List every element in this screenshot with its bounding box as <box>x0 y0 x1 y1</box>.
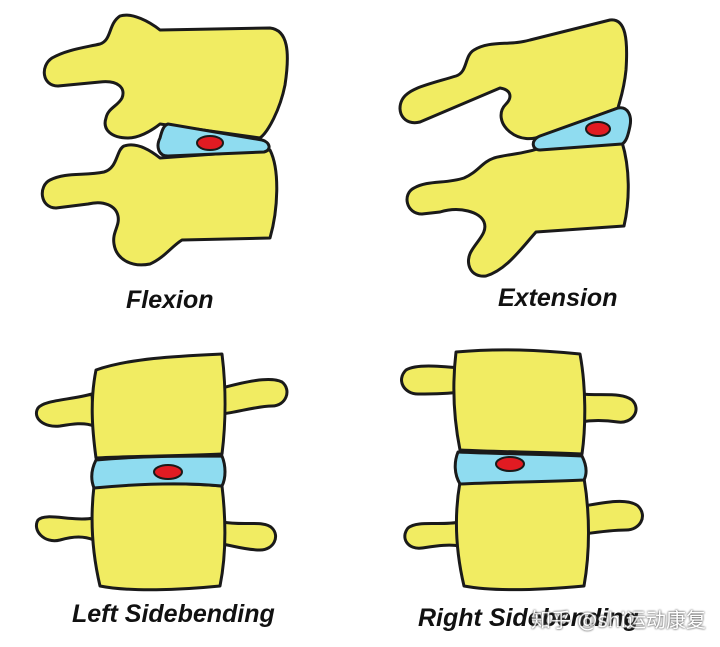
flexion-lower-vertebra <box>40 143 279 267</box>
flexion-diagram <box>40 13 289 267</box>
extension-label: Extension <box>498 284 618 312</box>
flexion-upper-vertebra <box>42 13 289 140</box>
right-sidebending-panel: Right Sidebending <box>360 330 720 647</box>
left-sidebending-label: Left Sidebending <box>72 600 275 628</box>
left-upper-left-process <box>35 392 96 428</box>
flexion-label: Flexion <box>126 286 214 314</box>
right-upper-right-process <box>578 392 638 424</box>
right-nucleus <box>495 456 525 472</box>
right-upper-body <box>452 348 587 456</box>
right-lower-right-process <box>582 499 644 536</box>
left-upper-body <box>90 352 227 460</box>
left-sidebending-panel: Left Sidebending <box>0 330 360 647</box>
left-sidebending-diagram <box>35 352 289 592</box>
extension-disc <box>531 106 632 152</box>
flexion-nucleus <box>196 135 224 151</box>
left-lower-right-process <box>220 520 277 552</box>
extension-nucleus <box>585 121 611 137</box>
right-lower-body <box>455 476 590 592</box>
extension-diagram <box>398 18 632 278</box>
right-upper-left-process <box>400 364 462 396</box>
right-sidebending-diagram <box>400 348 644 592</box>
left-lower-body <box>90 482 227 592</box>
right-lower-left-process <box>403 520 462 550</box>
extension-upper-vertebra <box>398 18 629 141</box>
extension-panel: Extension <box>360 0 720 330</box>
left-lower-left-process <box>35 515 96 543</box>
watermark: 知乎 @shi运动康复 <box>530 608 706 632</box>
extension-lower-vertebra <box>405 140 630 278</box>
right-sidebending-label: Right Sidebending <box>418 604 639 632</box>
left-upper-right-process <box>220 378 289 416</box>
left-nucleus <box>153 464 183 480</box>
flexion-panel: Flexion <box>0 0 360 330</box>
